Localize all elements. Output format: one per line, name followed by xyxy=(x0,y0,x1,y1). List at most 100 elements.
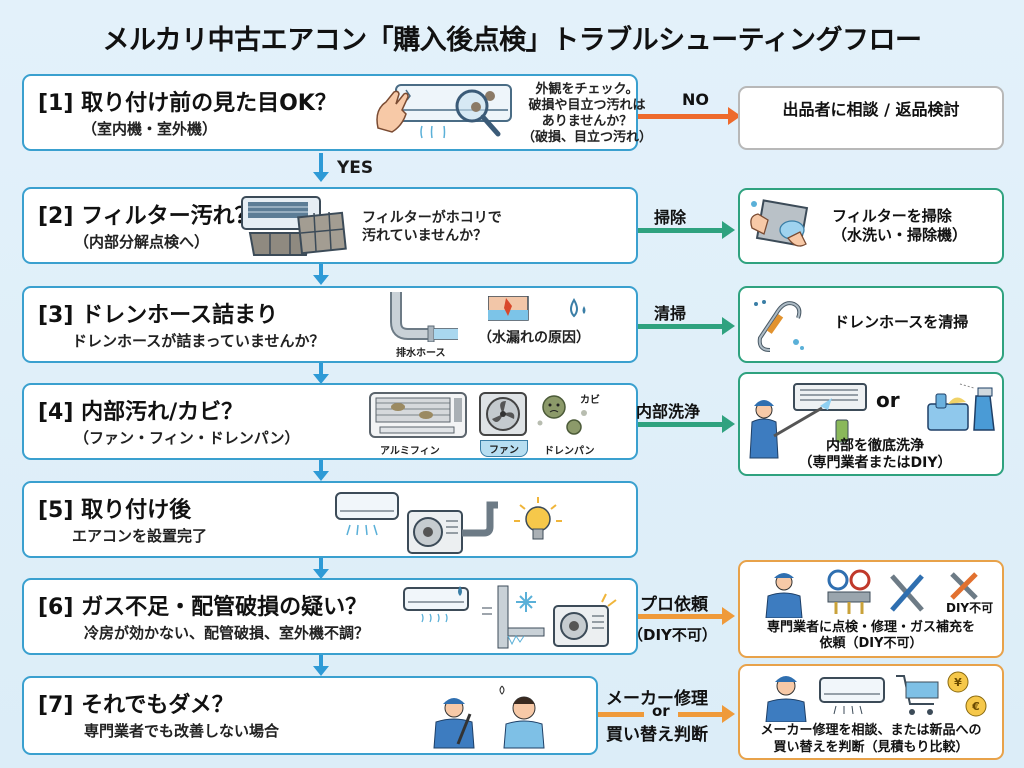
result-replace-decision[interactable]: ¥ € メーカー修理を相談、または新品への 買い替えを判断（見積もり比較） xyxy=(738,664,1004,760)
step-6-subtitle: 冷房が効かない、配管破損、室外機不調？ xyxy=(84,624,370,642)
diy-prohibited-icon xyxy=(950,572,978,600)
dirty-filter-icon xyxy=(297,211,347,255)
light-bulb-icon xyxy=(514,497,562,540)
internal-parts-illustration xyxy=(368,391,608,441)
branch-replace-label-sub: 買い替え判断 xyxy=(606,725,708,745)
branch-pro-label-sub: （DIY不可） xyxy=(628,626,717,644)
shopping-cart-icon xyxy=(896,675,939,715)
filter-illustration xyxy=(240,193,350,259)
air-conditioner-icon xyxy=(819,677,885,715)
svg-text:€: € xyxy=(971,700,980,713)
step-7-title: [7] それでもダメ？ xyxy=(38,693,234,718)
result-pro-repair-text: 専門業者に点検・修理・ガス補充を 依頼（DIY不可） xyxy=(766,620,975,651)
pro-washer-icon xyxy=(746,380,870,460)
step-4-box: [4] 内部汚れ/カビ？ （ファン・フィン・ドレンパン） xyxy=(22,383,638,460)
step-4-subtitle: （ファン・フィン・ドレンパン） xyxy=(74,429,300,447)
result-seller-consult[interactable]: 出品者に相談 / 返品検討 xyxy=(738,86,1004,150)
water-drop-icon xyxy=(570,298,586,318)
svg-text:¥: ¥ xyxy=(954,676,962,689)
step-7-box: [7] それでもダメ？ 専門業者でも改善しない場合 xyxy=(22,676,598,755)
hand-icon xyxy=(376,90,409,133)
technician-icon xyxy=(433,698,475,749)
result-clean-filter-text: フィルターを掃除 （水洗い・掃除機） xyxy=(832,207,968,244)
branch-no-line xyxy=(638,114,730,119)
branch-drain-arrowhead xyxy=(722,317,735,335)
branch-internal-arrowhead xyxy=(722,415,735,433)
branch-drain-label: 清掃 xyxy=(654,304,687,323)
step-1-note: 外観をチェック。 破損や目立つ汚れは ありませんか？ （破損、目立つ汚れ） xyxy=(522,82,653,145)
hands-wash-filter-icon xyxy=(748,198,818,254)
drain-hose-illustration xyxy=(388,292,462,342)
yes-label: YES xyxy=(337,158,374,178)
gas-leak-illustration xyxy=(402,584,632,650)
result-pro-repair[interactable]: DIY不可 専門業者に点検・修理・ガス補充を 依頼（DIY不可） xyxy=(738,560,1004,658)
diy-badge: DIY不可 xyxy=(946,601,994,615)
confused-person-icon xyxy=(499,685,545,749)
magnifier-icon xyxy=(455,89,501,137)
currency-exchange-icon: ¥ € xyxy=(947,671,987,717)
branch-no-label: NO xyxy=(682,90,709,109)
step-7-subtitle: 専門業者でも改善しない場合 xyxy=(84,722,280,740)
drain-hose-caption: 排水ホース xyxy=(396,348,446,359)
replace-icons: ¥ € xyxy=(762,670,992,722)
or-label: or xyxy=(876,388,900,412)
result-internal-wash-text: 内部を徹底洗浄 （専門業者またはDIY） xyxy=(798,438,952,471)
fan-caption: ファン xyxy=(480,440,528,457)
branch-internal-line xyxy=(638,422,724,427)
mold-icon xyxy=(537,395,587,435)
step-3-subtitle: ドレンホースが詰まっていませんか？ xyxy=(72,332,325,350)
step-3-caption-leak: （水漏れの原因） xyxy=(478,330,590,346)
branch-replace-line-left xyxy=(598,712,644,717)
branch-drain-line xyxy=(638,324,724,329)
technician-icon xyxy=(765,676,807,722)
flow-arrow-6-7 xyxy=(313,655,329,677)
water-leak-icon xyxy=(488,296,529,321)
branch-replace-label: メーカー修理 xyxy=(606,689,708,709)
drain-brush-icon xyxy=(750,294,814,356)
wrench-screwdriver-icon xyxy=(890,574,924,612)
step-6-title: [6] ガス不足・配管破損の疑い？ xyxy=(38,595,368,620)
branch-replace-arrowhead xyxy=(722,705,735,723)
branch-pro-line xyxy=(638,614,724,619)
step-7-people-illustration xyxy=(428,684,558,750)
step-3-box: [3] ドレンホース詰まり ドレンホースが詰まっていませんか？ 排水ホース （ xyxy=(22,286,638,363)
frozen-pipe-icon xyxy=(482,585,545,649)
branch-filter-line xyxy=(638,228,724,233)
step-4-title: [4] 内部汚れ/カビ？ xyxy=(38,400,244,425)
branch-replace-or: or xyxy=(652,702,670,720)
indoor-unit-icon xyxy=(335,492,399,536)
step-6-box: [6] ガス不足・配管破損の疑い？ 冷房が効かない、配管破損、室外機不調？ xyxy=(22,578,638,655)
step-1-box: [1] 取り付け前の見た目OK？ （室内機・室外機） 外観をチェック。 破損や目… xyxy=(22,74,652,151)
flow-arrow-1-2 xyxy=(313,153,329,185)
step-5-title: [5] 取り付け後 xyxy=(38,498,192,523)
diy-cleaning-supplies-icon xyxy=(924,378,1000,434)
gauge-manifold-icon xyxy=(827,569,871,614)
fan-icon xyxy=(479,392,527,436)
result-clean-filter[interactable]: フィルターを掃除 （水洗い・掃除機） xyxy=(738,188,1004,264)
branch-pro-arrowhead xyxy=(722,607,735,625)
technician-icon xyxy=(765,573,803,618)
pro-tools-icons xyxy=(762,568,992,618)
step-5-subtitle: エアコンを設置完了 xyxy=(72,527,208,545)
flow-arrow-2-3 xyxy=(313,264,329,286)
flow-arrow-3-4 xyxy=(313,363,329,385)
step-1-subtitle: （室内機・室外機） xyxy=(82,120,218,138)
step-2-note: フィルターがホコリで 汚れていませんか？ xyxy=(362,210,502,244)
air-conditioner-open-icon xyxy=(241,196,321,256)
step-3-title: [3] ドレンホース詰まり xyxy=(38,303,278,328)
mold-caption: カビ xyxy=(580,395,600,406)
branch-filter-arrowhead xyxy=(722,221,735,239)
result-internal-wash[interactable]: or 内部を徹底洗浄 （専門業者またはDIY） xyxy=(738,372,1004,476)
step-1-title: [1] 取り付け前の見た目OK？ xyxy=(38,91,337,116)
result-replace-decision-text: メーカー修理を相談、または新品への 買い替えを判断（見積もり比較） xyxy=(760,723,982,755)
result-clean-drain[interactable]: ドレンホースを清掃 xyxy=(738,286,1004,363)
step-5-box: [5] 取り付け後 エアコンを設置完了 xyxy=(22,481,638,558)
page-title: メルカリ中古エアコン「購入後点検」トラブルシューティングフロー xyxy=(102,25,922,56)
step-2-box: [2] フィルター汚れ？ （内部分解点検へ） フィルターがホコリで 汚れていませ… xyxy=(22,187,638,264)
ac-inspect-illustration xyxy=(372,80,522,146)
result-clean-drain-text: ドレンホースを清掃 xyxy=(834,313,969,331)
branch-internal-label: 内部洗浄 xyxy=(636,402,701,421)
leaking-ac-icon xyxy=(403,586,469,623)
drain-hose-icon xyxy=(390,292,458,342)
outdoor-unit-icon xyxy=(553,593,617,647)
